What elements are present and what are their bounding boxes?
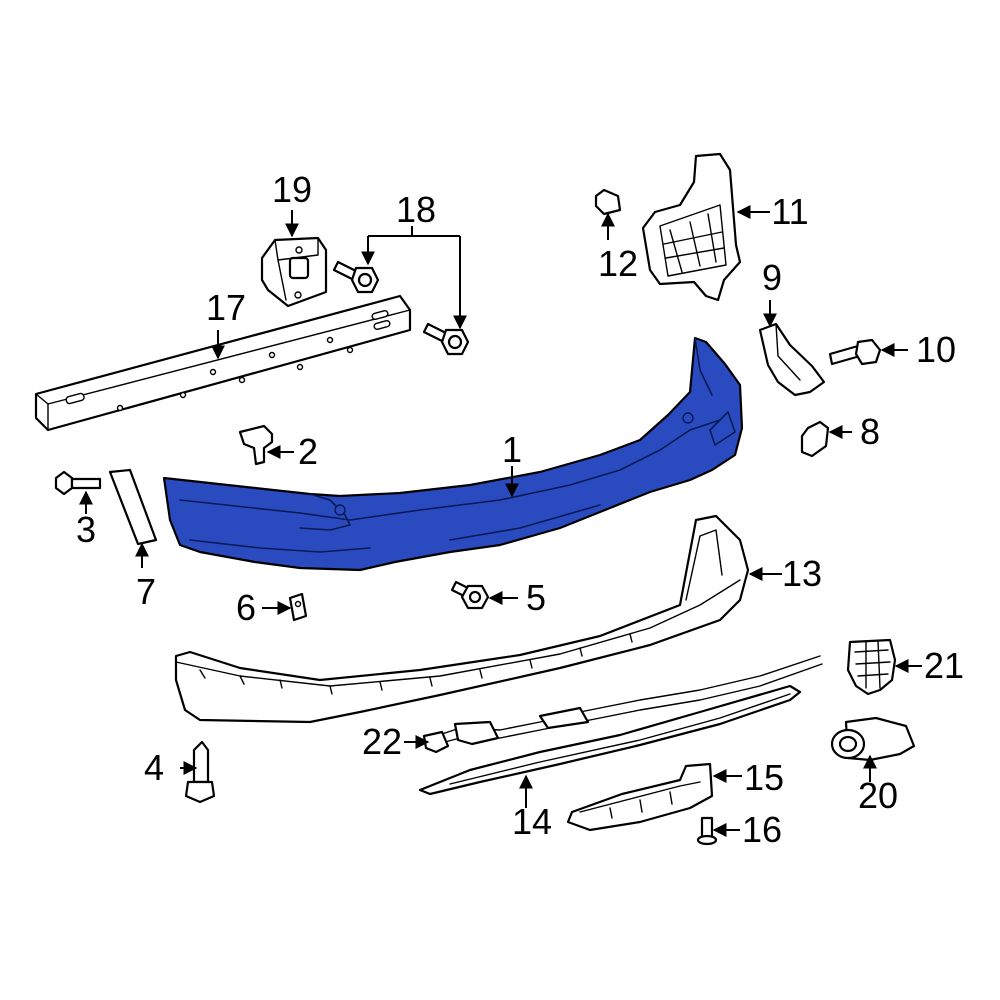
callout-9: 9	[762, 257, 782, 298]
leader-lines	[79, 205, 922, 837]
callout-3: 3	[76, 509, 96, 550]
callout-15: 15	[744, 757, 784, 798]
callout-4: 4	[144, 747, 164, 788]
park-sensor-part	[830, 716, 916, 762]
callout-10: 10	[916, 329, 956, 370]
callout-1: 1	[502, 429, 522, 470]
small-bracket-part	[800, 420, 830, 458]
bolt-4	[184, 740, 216, 804]
callout-11: 11	[771, 191, 808, 232]
wiring-harness-part	[422, 655, 823, 754]
mount-bracket-part	[260, 236, 328, 308]
callout-5: 5	[526, 577, 546, 618]
bolt-10	[828, 338, 882, 366]
callout-13: 13	[782, 553, 822, 594]
callout-16: 16	[742, 809, 782, 850]
callout-8: 8	[860, 411, 880, 452]
bolt-18a	[332, 260, 380, 294]
bolt-18b	[422, 322, 470, 356]
callout-2: 2	[298, 431, 318, 472]
nut-clip-part	[288, 592, 308, 622]
callout-17: 17	[206, 287, 246, 328]
upper-bracket-part	[641, 152, 742, 302]
sensor-bracket-part	[846, 638, 897, 696]
side-bracket-part	[758, 322, 826, 397]
callout-20: 20	[858, 775, 898, 816]
callout-22: 22	[362, 721, 402, 762]
side-molding-part	[108, 468, 158, 546]
retainer-clip-part	[238, 424, 274, 466]
bumper-cover-part	[162, 336, 744, 572]
lower-trim-part	[418, 684, 802, 796]
callout-14: 14	[512, 801, 552, 842]
bolt-3	[54, 470, 102, 496]
callout-19: 19	[272, 169, 312, 210]
callout-7: 7	[136, 571, 156, 612]
screw-part	[696, 816, 718, 846]
push-pin-part	[594, 188, 622, 216]
lower-valance-part	[174, 514, 750, 724]
callout-18: 18	[396, 189, 436, 230]
callout-12: 12	[598, 243, 638, 284]
callout-labels: 1 2 3 4 5 6 7 8 9 10 11 12 13 14 15 16 1…	[76, 169, 964, 850]
callout-6: 6	[236, 587, 256, 628]
skid-plate-part	[566, 762, 714, 832]
callout-21: 21	[924, 645, 964, 686]
impact-bar-part	[34, 294, 412, 432]
bolt-5	[450, 580, 490, 610]
